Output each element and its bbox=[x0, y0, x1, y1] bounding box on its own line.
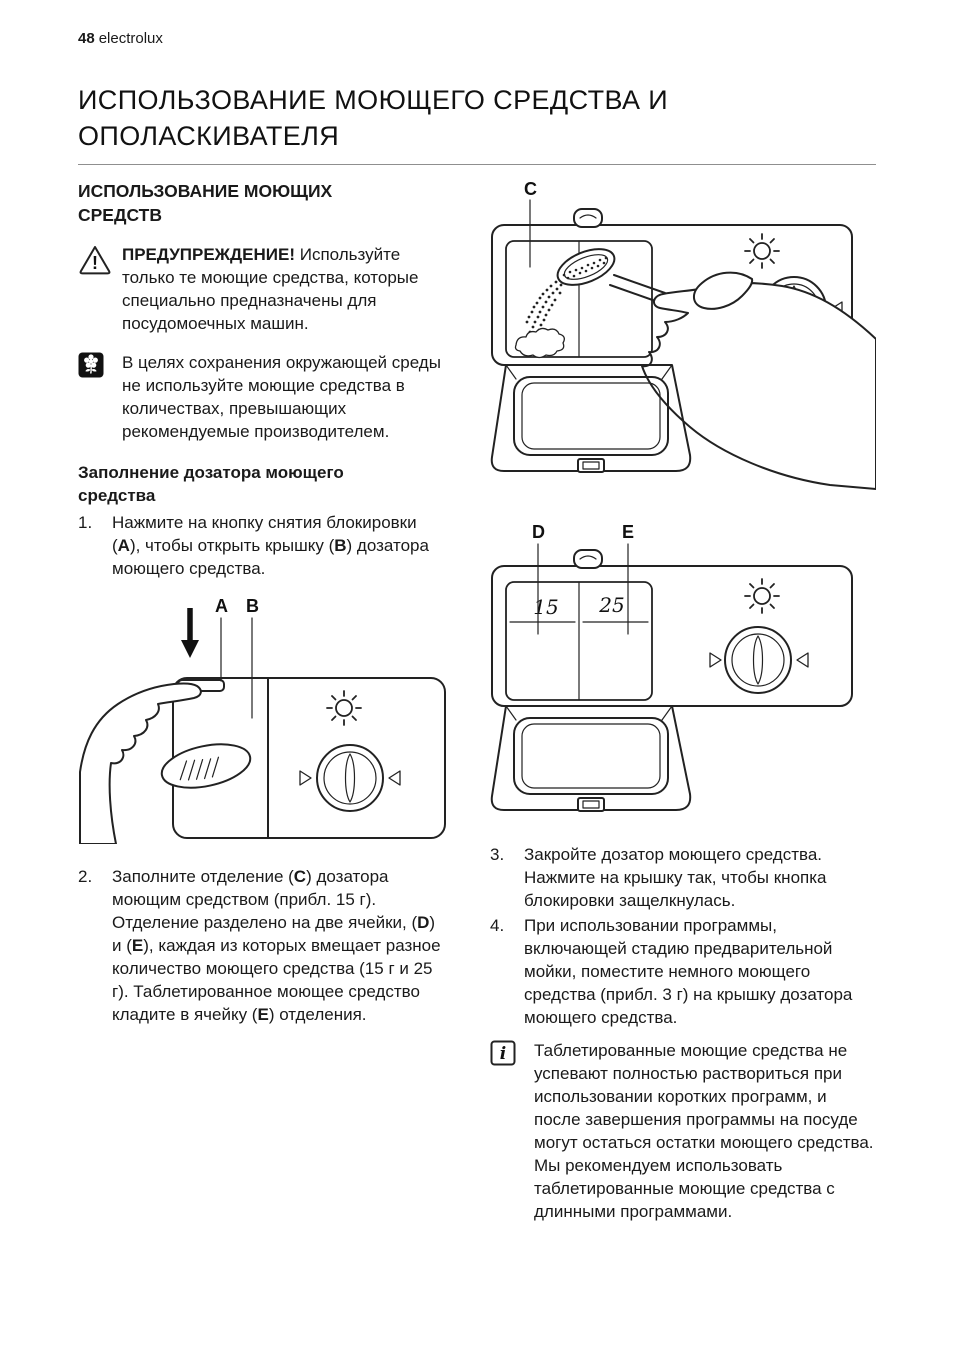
sun-icon bbox=[744, 233, 780, 269]
right-column: C 15 25 bbox=[490, 179, 877, 1223]
step-number: 2. bbox=[78, 867, 93, 886]
fill-dispenser-subheading: Заполнение дозатора моющего средства bbox=[78, 463, 344, 505]
figure-label-d: D bbox=[532, 522, 545, 542]
lid-latch bbox=[573, 549, 603, 569]
dial-pointer-right bbox=[796, 652, 809, 668]
step-item: 2. Заполните отделение (C) дозатора моющ… bbox=[78, 865, 448, 1026]
figure-fill-detergent-c: C bbox=[490, 179, 877, 496]
eco-text: В целях сохранения окружающей среды не и… bbox=[122, 353, 441, 441]
open-lid bbox=[490, 364, 692, 473]
dial-pointer-left bbox=[299, 770, 312, 786]
figure-press-button-a-b: A B bbox=[78, 594, 448, 849]
detergent-powder-in-scoop bbox=[562, 256, 608, 280]
lid-latch-button bbox=[577, 797, 605, 812]
figure-label-a: A bbox=[215, 596, 228, 616]
eco-note: В целях сохранения окружающей среды не и… bbox=[78, 351, 448, 443]
program-dial bbox=[724, 626, 792, 694]
lid-latch bbox=[573, 208, 603, 228]
info-glyph: i bbox=[500, 1044, 506, 1064]
open-lid bbox=[490, 705, 692, 812]
hand bbox=[79, 682, 202, 845]
step-number: 4. bbox=[490, 916, 505, 935]
figure-label-e: E bbox=[622, 522, 634, 542]
step-text: Нажмите на кнопку снятия блокировки (A),… bbox=[112, 513, 429, 578]
step-number: 1. bbox=[78, 513, 93, 532]
detergent-pile bbox=[514, 327, 565, 359]
dial-pointer-right bbox=[388, 770, 401, 786]
detergent-compartment: 15 25 bbox=[505, 581, 653, 701]
flower-glyph bbox=[84, 354, 98, 374]
step-number: 3. bbox=[490, 845, 505, 864]
lid-latch-button bbox=[577, 458, 605, 473]
step-item: 1. Нажмите на кнопку снятия блокировки (… bbox=[78, 511, 448, 580]
info-note: i Таблетированные моющие средства не усп… bbox=[490, 1039, 876, 1223]
figure-ab-drawing: A B bbox=[79, 596, 446, 845]
sun-icon bbox=[326, 690, 362, 726]
warning-exclamation-glyph: ! bbox=[92, 253, 98, 273]
thumb bbox=[693, 271, 754, 310]
step-text: При использовании программы, включающей … bbox=[524, 916, 853, 1027]
figure-c-drawing: C bbox=[490, 179, 877, 490]
step-text: Заполните отделение (C) дозатора моющим … bbox=[112, 867, 441, 1024]
warning-note: ! ПРЕДУПРЕЖДЕНИЕ! Используйте только те … bbox=[78, 243, 448, 335]
left-steps: 1. Нажмите на кнопку снятия блокировки (… bbox=[78, 511, 448, 580]
info-icon: i bbox=[490, 1040, 516, 1066]
figure-compartments-d-e: 15 25 bbox=[490, 522, 876, 831]
step-item: 3. Закройте дозатор моющего средства. На… bbox=[490, 843, 876, 912]
right-steps: 3. Закройте дозатор моющего средства. На… bbox=[490, 843, 876, 1029]
warning-triangle-icon: ! bbox=[79, 246, 111, 275]
step-text: Закройте дозатор моющего средства. Нажми… bbox=[524, 845, 827, 910]
section-heading: ИСПОЛЬЗОВАНИЕ МОЮЩИХ СРЕДСТВ bbox=[78, 181, 333, 225]
info-icon-column: i bbox=[490, 1039, 534, 1223]
eco-flower-icon bbox=[78, 352, 104, 378]
left-steps-2: 2. Заполните отделение (C) дозатора моющ… bbox=[78, 865, 448, 1026]
dispenser-panel bbox=[491, 565, 853, 707]
cell-capacity-right: 25 bbox=[598, 593, 624, 617]
warning-icon-column: ! bbox=[78, 243, 122, 335]
brand-logo-text: electrolux bbox=[98, 30, 163, 47]
dial-pointer-left bbox=[709, 652, 722, 668]
cell-capacity-left: 15 bbox=[533, 595, 558, 619]
detergent-scoop bbox=[556, 248, 666, 304]
figure-label-c: C bbox=[524, 179, 537, 199]
step-item: 4. При использовании программы, включающ… bbox=[490, 914, 876, 1029]
program-dial bbox=[316, 744, 384, 812]
lid-grip bbox=[160, 743, 252, 789]
sun-icon bbox=[744, 578, 780, 614]
page-title: ИСПОЛЬЗОВАНИЕ МОЮЩЕГО СРЕДСТВА И ОПОЛАСК… bbox=[78, 85, 669, 151]
figure-de-drawing: 15 25 bbox=[490, 522, 853, 812]
left-column: ИСПОЛЬЗОВАНИЕ МОЮЩИХ СРЕДСТВ ! ПРЕДУПРЕЖ… bbox=[78, 179, 448, 1223]
figure-label-b: B bbox=[246, 596, 259, 616]
info-text: Таблетированные моющие средства не успев… bbox=[534, 1041, 874, 1221]
warning-text: ПРЕДУПРЕЖДЕНИЕ! Используйте только те мо… bbox=[122, 245, 419, 333]
two-column-layout: ИСПОЛЬЗОВАНИЕ МОЮЩИХ СРЕДСТВ ! ПРЕДУПРЕЖ… bbox=[78, 179, 877, 1223]
press-arrow bbox=[181, 608, 199, 658]
page-number: 48 bbox=[78, 30, 95, 47]
eco-icon-column bbox=[78, 351, 122, 443]
title-divider bbox=[78, 164, 876, 165]
